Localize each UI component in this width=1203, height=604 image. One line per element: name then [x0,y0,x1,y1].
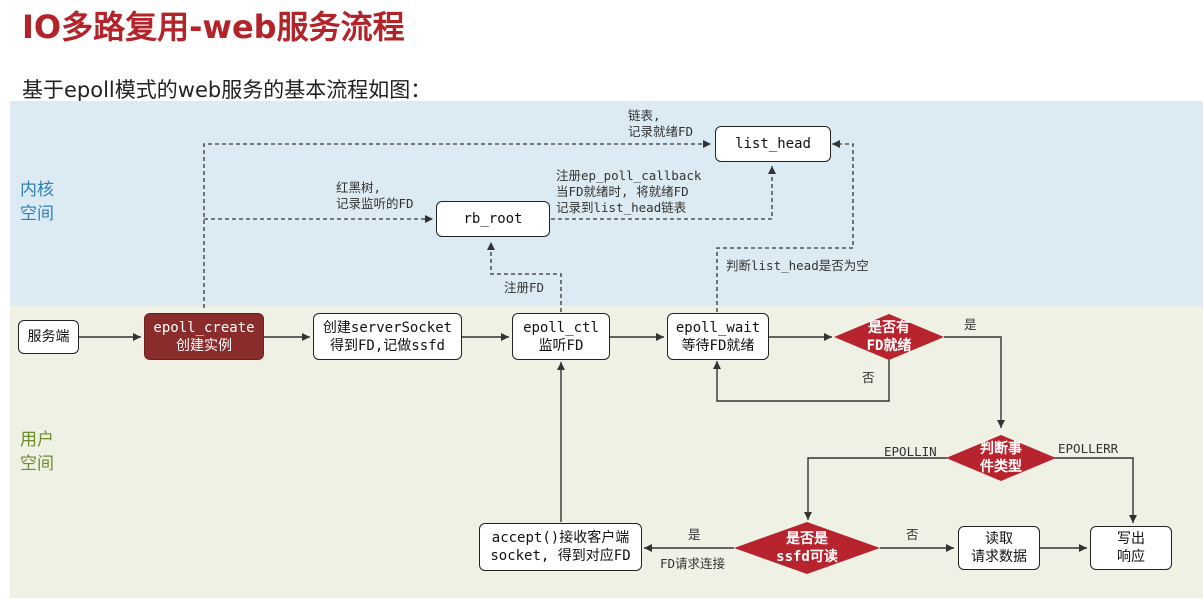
list-head-node: list_head [715,126,831,162]
label-yes-ready: 是 [964,317,977,332]
note-linked-list: 链表, 记录就绪FD [628,108,694,139]
edge-epollerr [1054,457,1137,523]
decision-fd-ready-diamond [834,314,944,360]
edge-rbroot-listhead [551,166,776,220]
write-response-node: 写出 响应 [1090,526,1172,570]
label-yes-ssfd: 是 [688,527,701,542]
page-subtitle: 基于epoll模式的web服务的基本流程如图： [22,78,432,102]
label-fd-request: FD请求连接 [660,556,726,571]
server-node: 服务端 [18,320,79,354]
note-register-fd: 注册FD [504,280,545,295]
edge-wait-listhead [716,140,854,312]
note-rbtree: 红黑树, 记录监听的FD [336,180,414,211]
kernel-space-region [10,101,1203,306]
read-request-node: 读取 请求数据 [958,526,1040,570]
decision-event-type-label: 判断事 件类型 [980,441,1022,475]
epoll-create-node: epoll_create 创建实例 [144,313,264,360]
note-check-empty: 判断list_head是否为空 [726,258,869,273]
label-no-ssfd: 否 [906,527,919,542]
edge-epollin [804,457,947,520]
edge-decision-no-loop [713,358,890,402]
edge-create-listhead [203,140,711,308]
edge-ctl-rbroot [487,242,562,312]
epoll-wait-node: epoll_wait 等待FD就绪 [667,313,769,360]
create-serversocket-node: 创建serverSocket 得到FD,记做ssfd [313,313,462,360]
accept-node: accept()接收客户端 socket, 得到对应FD [479,523,642,571]
rb-root-node: rb_root [436,201,550,237]
decision-event-type-diamond [946,435,1056,481]
decision-is-ssfd-diamond [734,522,880,574]
user-space-label: 用户 空间 [20,430,54,474]
label-epollin: EPOLLIN [884,444,937,459]
decision-is-ssfd-label: 是否是 ssfd可读 [776,531,838,565]
decision-fd-ready-label: 是否有 FD就绪 [866,320,912,354]
label-epollerr: EPOLLERR [1058,441,1119,456]
edge-decision-yes [944,336,1005,428]
note-callback: 注册ep_poll_callback 当FD就绪时, 将就绪FD 记录到list… [556,168,702,215]
kernel-space-label: 内核 空间 [20,180,54,224]
label-no-ready: 否 [862,370,875,385]
epoll-ctl-node: epoll_ctl 监听FD [512,313,610,360]
page-title: IO多路复用-web服务流程 [22,8,405,46]
